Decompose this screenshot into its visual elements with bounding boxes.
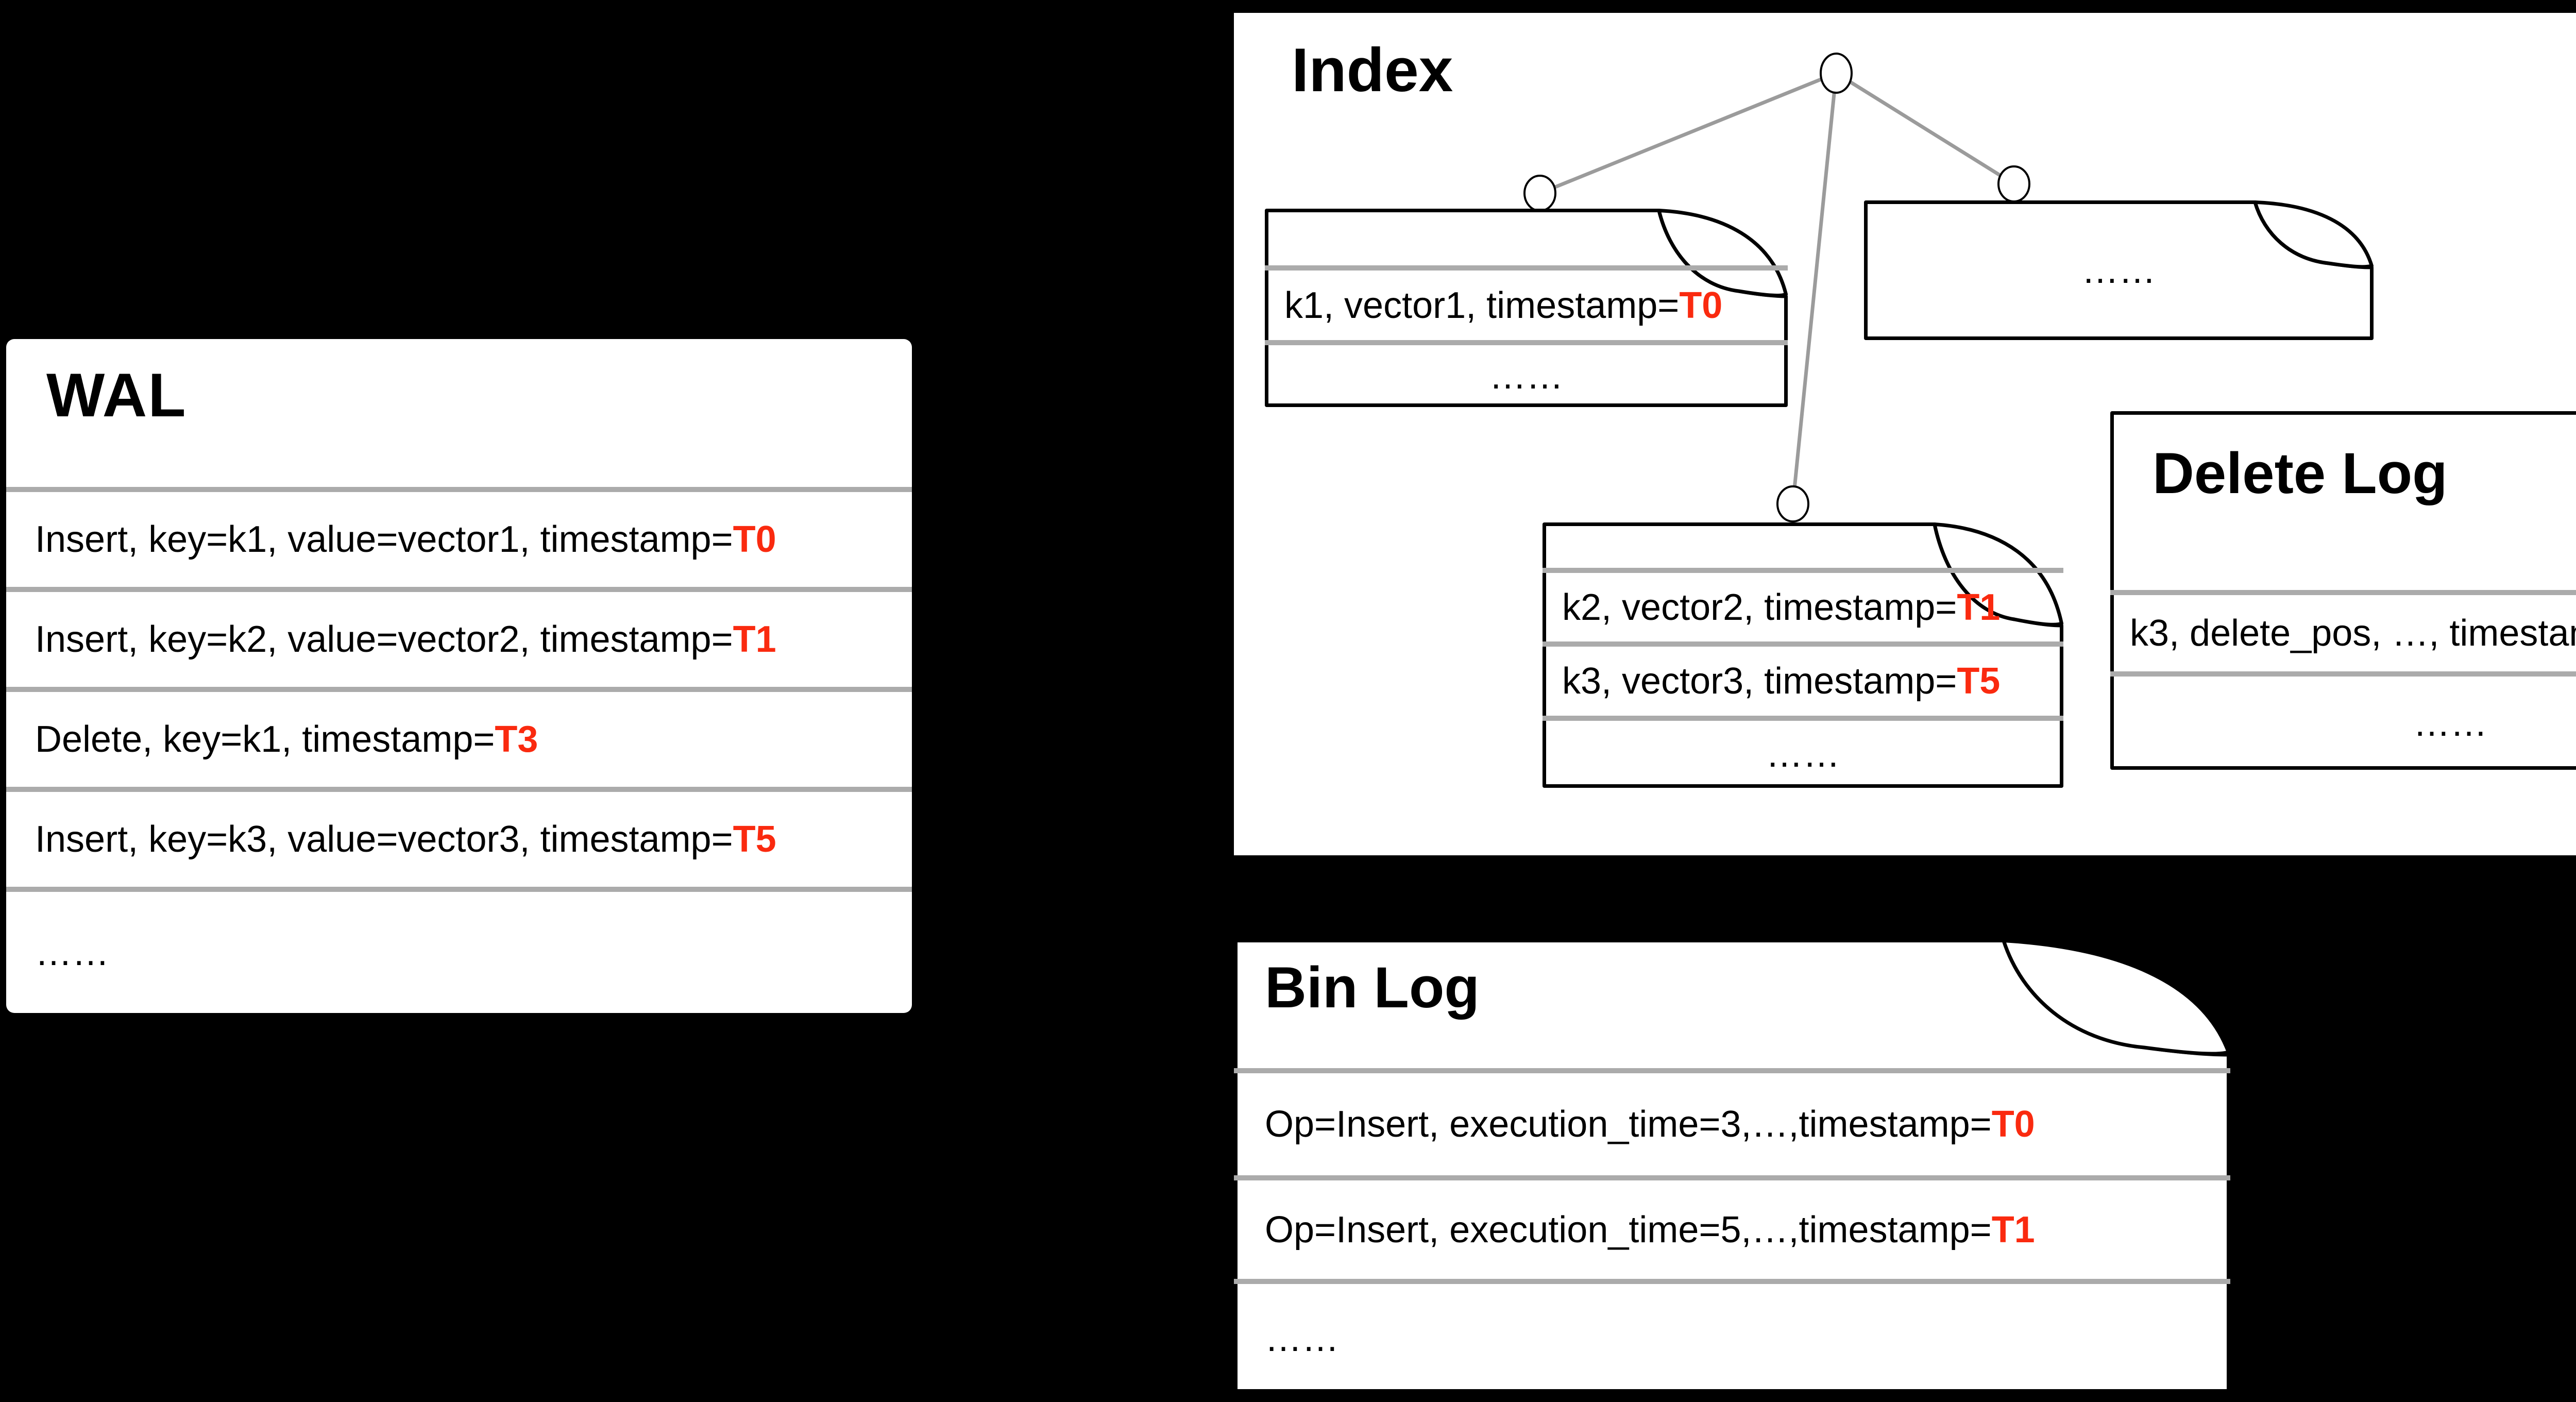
timestamp-value: T1 [1957, 586, 2001, 628]
timestamp-value: T1 [1991, 1209, 2035, 1251]
segment-row-ellipsis: …… [2081, 249, 2156, 291]
bin-log-row: Op=Insert, execution_time=3,…,timestamp=… [1234, 1068, 2230, 1175]
timestamp-value: T5 [1957, 661, 2001, 702]
bin-log-row-ellipsis: …… [1234, 1279, 2230, 1393]
index-title: Index [1292, 36, 1453, 105]
bin-log-title: Bin Log [1265, 955, 1480, 1020]
folded-corner [1933, 522, 2063, 627]
tree-edge [1791, 73, 1838, 504]
document-shape [1864, 200, 2374, 340]
document-shape [1234, 939, 2230, 1393]
tree-edge [1835, 72, 2015, 185]
wal-table: WAL Insert, key=k1, value=vector1, times… [6, 339, 912, 1013]
bin-log-document: Bin Log Op=Insert, execution_time=3,…,ti… [1234, 939, 2230, 1393]
index-segment-document-more: …… [1864, 200, 2374, 340]
segment-row: k2, vector2, timestamp=T1 [1543, 568, 2063, 641]
wal-row-ellipsis: …… [6, 887, 912, 1013]
tree-nodes [1523, 53, 2030, 522]
index-panel: Index k1, vector1, timestamp=T0 …… [1234, 13, 2576, 855]
wal-row-text: Insert, key=k1, value=vector1, timestamp… [35, 519, 733, 560]
folded-corner [1657, 209, 1788, 297]
wal-row: Insert, key=k1, value=vector1, timestamp… [6, 487, 912, 587]
wal-title: WAL [46, 361, 187, 430]
segment-row: k3, vector3, timestamp=T5 [1543, 641, 2063, 716]
folded-corner [2002, 939, 2230, 1056]
timestamp-value: T0 [1991, 1104, 2035, 1145]
segment-row-ellipsis: …… [1543, 716, 2063, 788]
tree-edge [1539, 71, 1837, 195]
segment-row: k1, vector1, timestamp=T0 [1265, 265, 1788, 340]
index-segment-document-k2-k3: k2, vector2, timestamp=T1 k3, vector3, t… [1543, 522, 2063, 788]
wal-row: Delete, key=k1, timestamp=T3 [6, 687, 912, 787]
bin-log-row: Op=Insert, execution_time=5,…,timestamp=… [1234, 1175, 2230, 1279]
folded-corner [2253, 200, 2374, 269]
tree-node-circle [1523, 175, 1556, 212]
delete-log-document: Delete Log k3, delete_pos, …, timestamp=… [2110, 411, 2576, 770]
segment-row-ellipsis: …… [1265, 340, 1788, 407]
index-segment-document-k1: k1, vector1, timestamp=T0 …… [1265, 209, 1788, 407]
wal-row-text: Delete, key=k1, timestamp= [35, 719, 495, 760]
wal-row: Insert, key=k3, value=vector3, timestamp… [6, 787, 912, 887]
tree-node-circle [1820, 53, 1853, 94]
tree-node-circle [1776, 485, 1809, 522]
delete-log-title: Delete Log [2153, 441, 2448, 505]
tree-node-circle [1997, 165, 2030, 202]
tree-edges [1539, 71, 2015, 504]
wal-row-text: Insert, key=k3, value=vector3, timestamp… [35, 819, 733, 860]
document-shape [1265, 209, 1788, 407]
delete-log-row-ellipsis: …… [2110, 671, 2576, 770]
timestamp-value: T0 [733, 519, 776, 560]
timestamp-value: T3 [495, 719, 538, 760]
timestamp-value: T0 [1679, 284, 1723, 326]
index-tree [1523, 53, 2030, 522]
timestamp-value: T1 [733, 619, 776, 660]
wal-row-text: Insert, key=k2, value=vector2, timestamp… [35, 619, 733, 660]
timestamp-value: T5 [733, 819, 776, 860]
wal-row: Insert, key=k2, value=vector2, timestamp… [6, 587, 912, 687]
delete-log-row: k3, delete_pos, …, timestamp=T3 [2110, 590, 2576, 671]
